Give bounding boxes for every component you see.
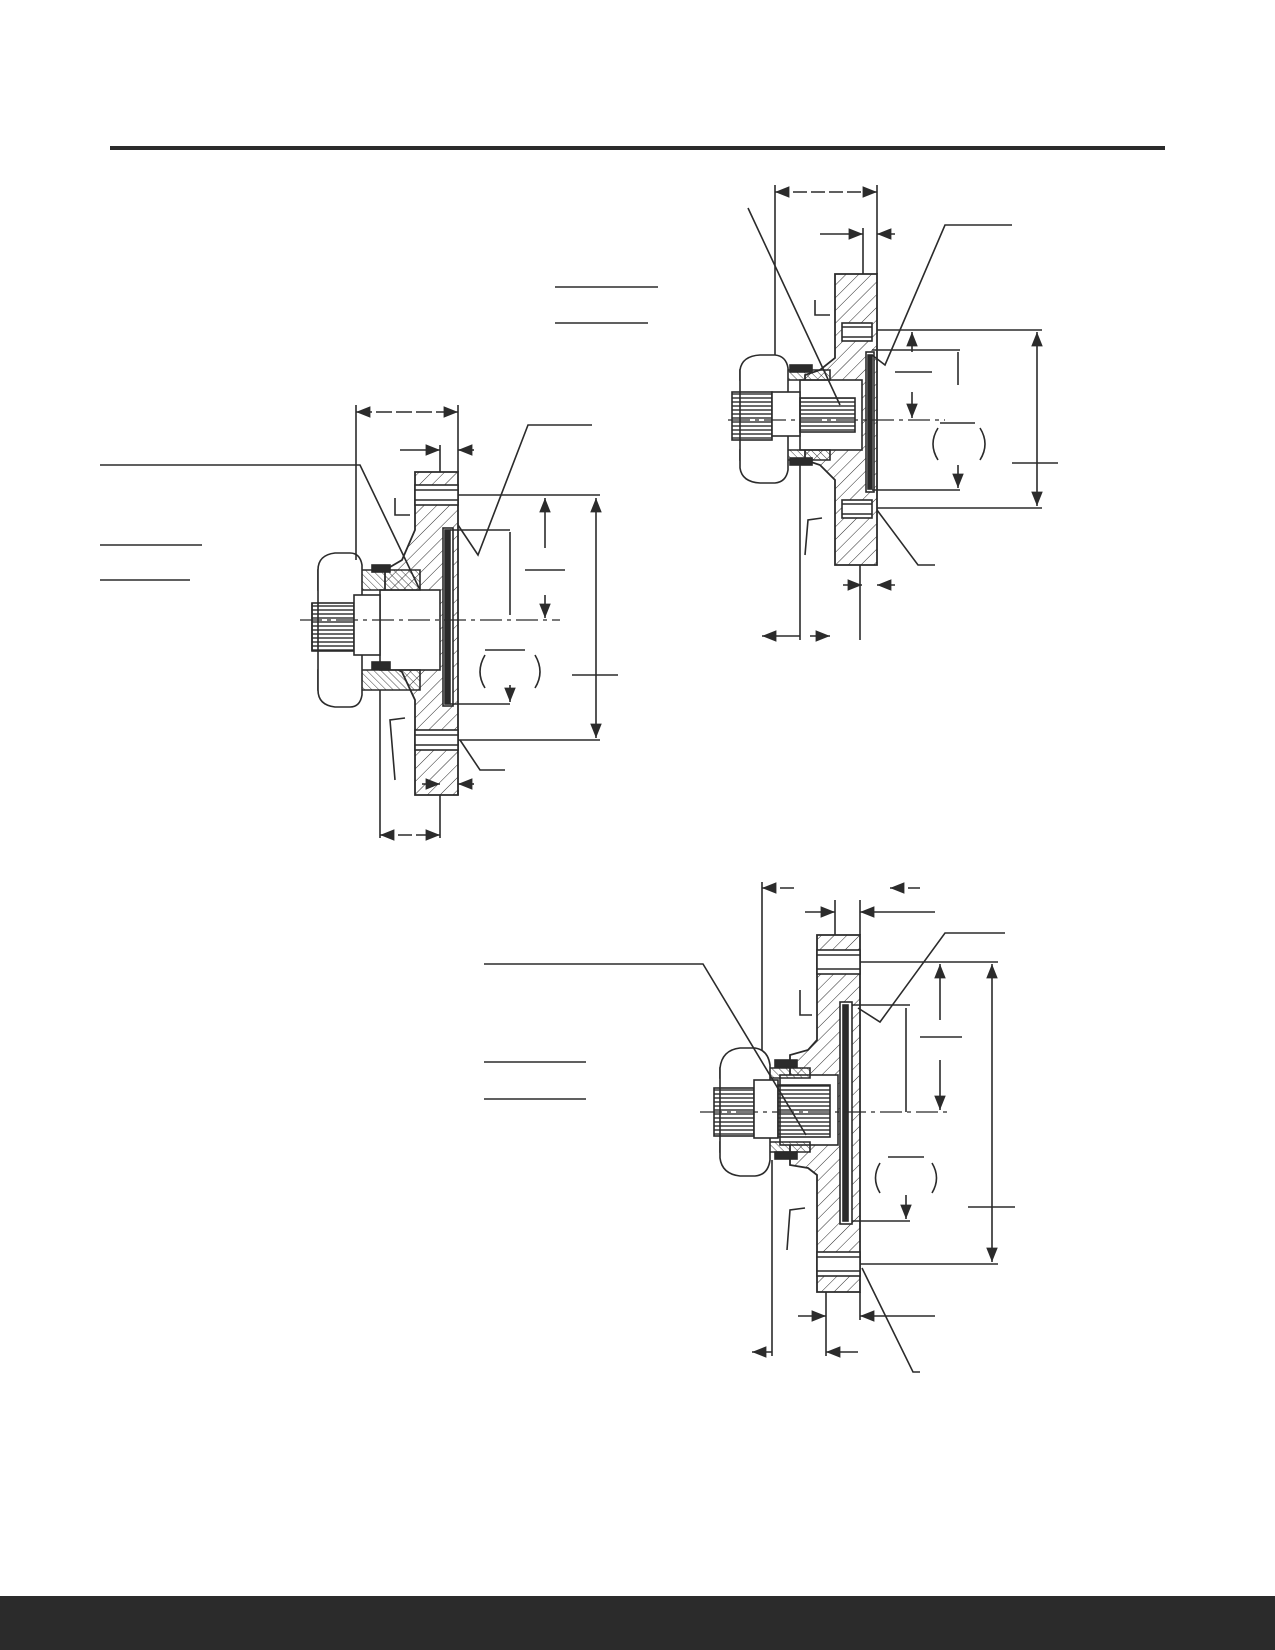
leader-bolt [876,509,935,566]
leader-bore [747,207,841,406]
flange-drawing-bottom-right [484,882,1015,1373]
o-ring [444,529,451,705]
hub-bore [379,589,441,671]
bolt-hole-top [414,484,459,506]
leader-bore [484,963,807,1136]
coupling-teeth [311,602,355,652]
leader-oring [857,932,1005,1024]
leader-oring [871,224,1012,367]
bolt-hole-bottom [414,729,459,751]
leader-bolt [459,739,505,771]
leader-bore [100,464,421,591]
leader-bolt [861,1267,920,1373]
flange-drawing-top-right [555,185,1058,642]
leader-oring [457,424,592,557]
footer-bar [0,1596,1275,1650]
flange-drawing-left [100,405,618,841]
